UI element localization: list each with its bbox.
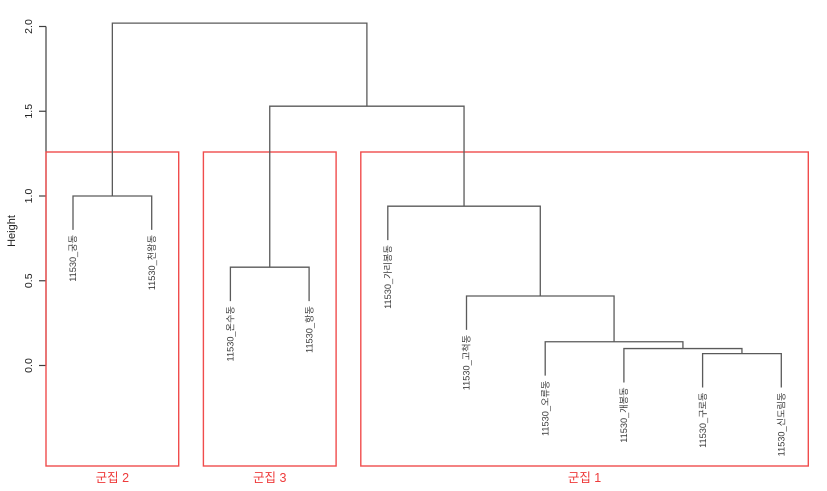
cluster-box [360,151,809,467]
dendrogram-link [72,195,153,230]
dendrogram-link [229,266,310,302]
leaf-label: 11530_천왕동 [147,235,157,290]
leaf-label: 11530_궁동 [68,235,78,282]
dendrogram-link [701,352,782,388]
dendrogram-link [465,295,615,342]
y-tick-label: 1.0 [23,189,35,204]
leaf-label: 11530_항동 [304,306,314,353]
leaf-label: 11530_가리봉동 [383,245,393,309]
y-tick-label: 2.0 [23,19,35,34]
cluster-label: 군집 3 [253,471,286,485]
leaf-label: 11530_고척동 [462,335,472,390]
leaf-label: 11530_개봉동 [619,387,629,442]
dendrogram-link [544,341,684,376]
cluster-box [45,151,180,467]
leaf-label: 11530_신도림동 [776,393,787,457]
leaf-label: 11530_구로동 [698,393,708,448]
y-axis-title: Height [6,215,18,247]
y-tick-label: 0.0 [23,358,35,373]
cluster-label: 군집 2 [96,471,129,485]
dendrogram-link [111,22,368,196]
leaf-label: 11530_오류동 [540,381,550,436]
y-tick-label: 1.5 [23,104,35,119]
leaf-label: 11530_온수동 [226,306,236,361]
dendrogram-link [269,105,465,268]
cluster-label: 군집 1 [568,471,601,485]
dendrogram-link [387,205,541,297]
y-tick-label: 0.5 [23,273,35,288]
